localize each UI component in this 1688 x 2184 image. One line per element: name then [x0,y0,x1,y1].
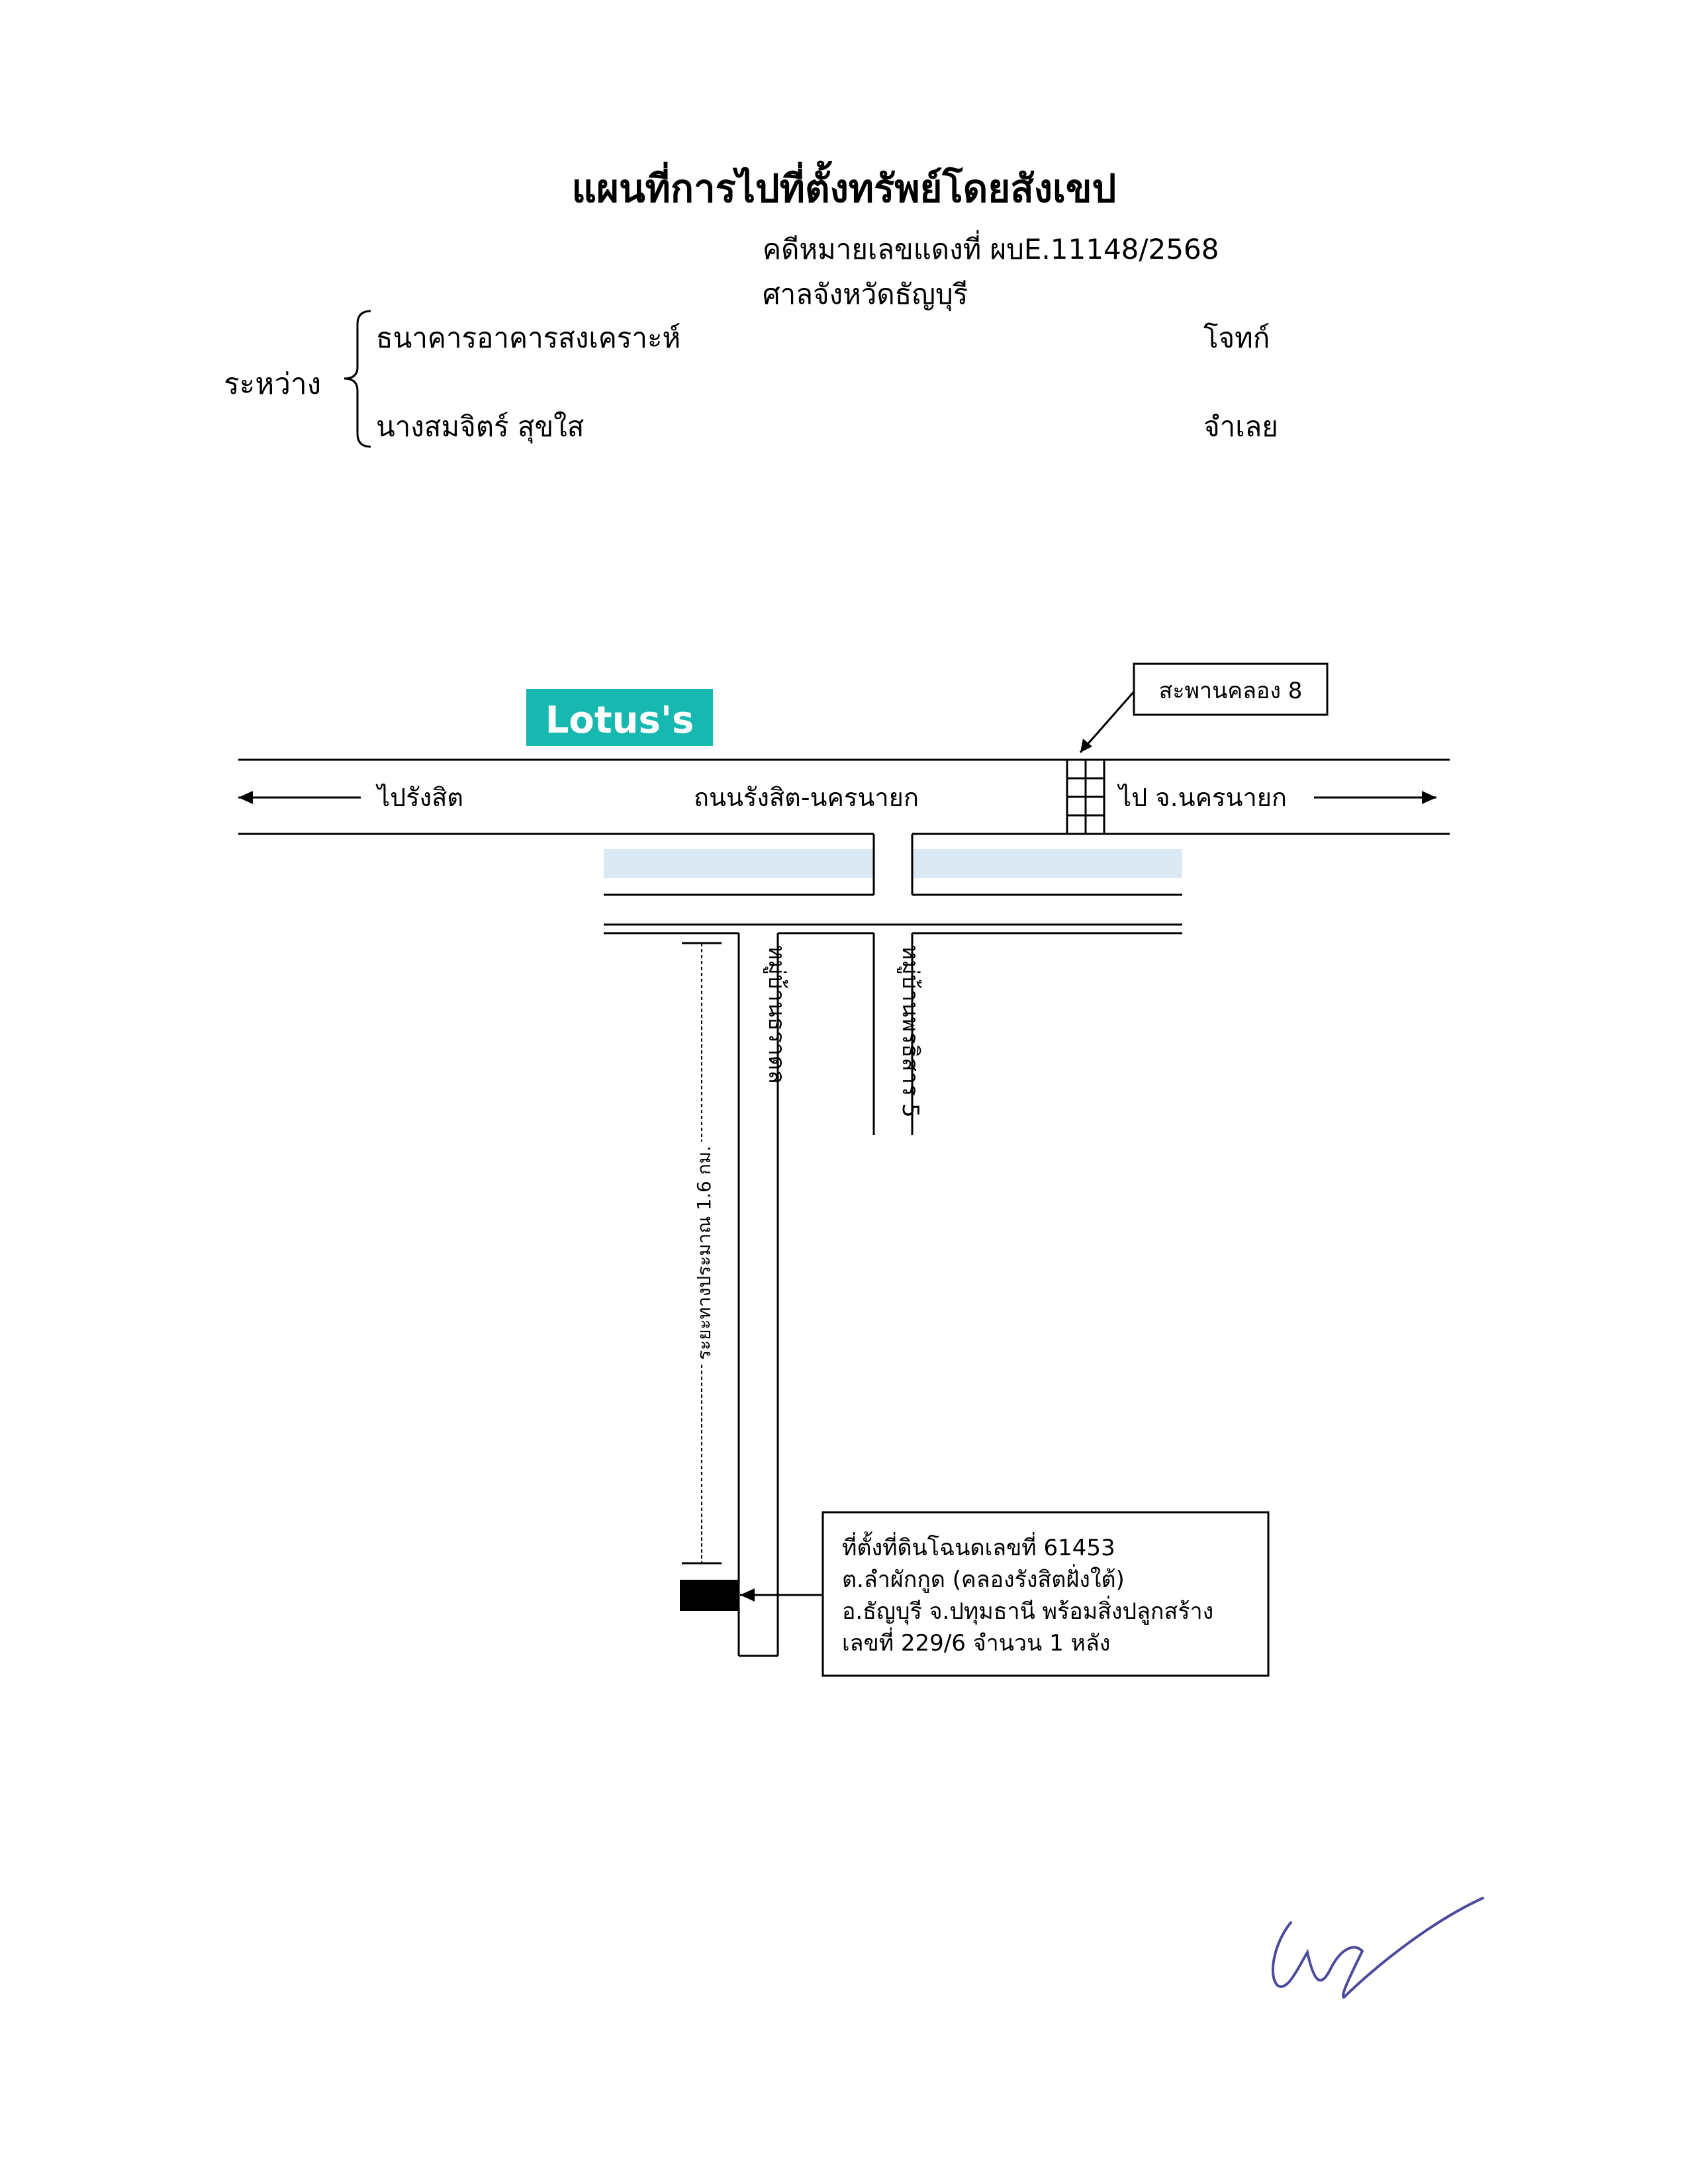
property-line-2: ต.ลำผักกูด (คลองรังสิตฝั่งใต้) [842,1564,1125,1593]
plaintiff-name: ธนาคารอาคารสงเคราะห์ [376,322,681,354]
property-line-1: ที่ตั้งที่ดินโฉนดเลขที่ 61453 [842,1531,1115,1561]
soi-right-label: หมู่บ้านพรธิสาร 5 [897,945,923,1118]
court-name: ศาลจังหวัดธัญบุรี [763,278,968,310]
lotus-logo-text: Lotus's [545,699,694,742]
case-number: คดีหมายเลขแดงที่ ผบE.11148/2568 [763,233,1219,265]
property-info-box [821,1511,1270,1677]
parties-brace [344,310,371,448]
arrow-right-head [1422,791,1436,804]
direction-right: ไป จ.นครนายก [1117,783,1287,812]
plaintiff-role: โจทก์ [1203,322,1270,354]
soi-left-label: หมู่บ้านธราดล [763,945,790,1084]
property-line-3: อ.ธัญบุรี จ.ปทุมธานี พร้อมสิ่งปลูกสร้าง [842,1596,1213,1625]
lotus-logo [526,689,713,746]
canal-left [604,849,874,878]
bridge-label: สะพานคลอง 8 [1159,678,1303,704]
property-pointer-arrowhead [740,1588,755,1602]
canal-right [912,849,1182,878]
property-line-4: เลขที่ 229/6 จำนวน 1 หลัง [842,1627,1110,1657]
defendant-name: นางสมจิตร์ สุขใส [376,410,585,443]
bridge-symbol [1066,758,1105,835]
property-marker [680,1580,739,1611]
page-title: แผนที่การไปที่ตั้งทรัพย์โดยสังเขป [571,166,1117,211]
bridge-pointer [1079,691,1135,753]
distance-label: ระยะทางประมาณ 1.6 กม. [693,1146,715,1360]
direction-left: ไปรังสิต [375,783,463,812]
between-label: ระหว่าง [224,367,322,401]
arrow-left-head [238,791,253,804]
bridge-label-box [1133,662,1329,716]
main-road-name: ถนนรังสิต-นครนายก [694,783,919,812]
bridge-pointer-arrowhead [1080,739,1092,752]
defendant-role: จำเลย [1203,410,1278,443]
signature [1272,1897,1484,1999]
